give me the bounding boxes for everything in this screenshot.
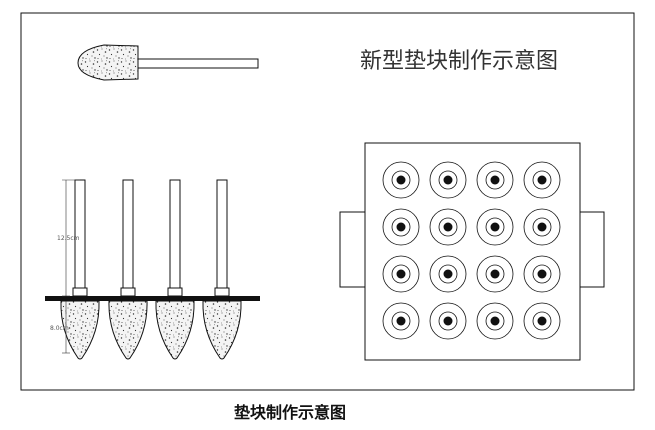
dimension-lines [62, 179, 80, 354]
single-pad-tool [77, 44, 259, 81]
cone-pad [202, 300, 242, 360]
grid-rod-dot [490, 175, 500, 185]
figure-caption: 垫块制作示意图 [233, 403, 346, 422]
vertical-rod [74, 179, 86, 289]
pad-cone [77, 44, 139, 81]
block-tab-left [339, 211, 366, 288]
rod-collar [214, 287, 230, 297]
grid-rod-dot [396, 222, 406, 232]
dimension-label-rod: 12.5cm [57, 235, 80, 242]
grid-rod-dot [443, 222, 453, 232]
cone-pad [155, 300, 195, 360]
rod-collar [72, 287, 88, 297]
grid-rod-dot [443, 269, 453, 279]
grid-rod-dot [396, 175, 406, 185]
ground-line [45, 296, 260, 301]
plan-view [339, 142, 605, 361]
vertical-rod [216, 179, 228, 289]
cone-pad [108, 300, 148, 360]
grid-rod-dot [396, 316, 406, 326]
dimension-label-base: 8.0cm [50, 325, 69, 332]
rod-collar [167, 287, 183, 297]
grid-rod-dot [396, 269, 406, 279]
grid-rod-dot [490, 222, 500, 232]
elevation-view [60, 179, 242, 360]
rod-collar [120, 287, 136, 297]
drawing-frame [20, 12, 635, 391]
grid-rod-dot [490, 316, 500, 326]
block-tab-right [579, 211, 605, 288]
vertical-rod [169, 179, 181, 289]
rod-grid [382, 161, 561, 340]
grid-rod-dot [537, 222, 547, 232]
grid-rod-dot [443, 316, 453, 326]
grid-rod-dot [537, 316, 547, 326]
pad-handle [137, 58, 259, 69]
grid-rod-dot [537, 269, 547, 279]
grid-rod-dot [443, 175, 453, 185]
diagram-title: 新型垫块制作示意图 [360, 49, 558, 74]
grid-rod-dot [537, 175, 547, 185]
grid-rod-dot [490, 269, 500, 279]
vertical-rod [122, 179, 134, 289]
cone-pad [60, 300, 100, 360]
